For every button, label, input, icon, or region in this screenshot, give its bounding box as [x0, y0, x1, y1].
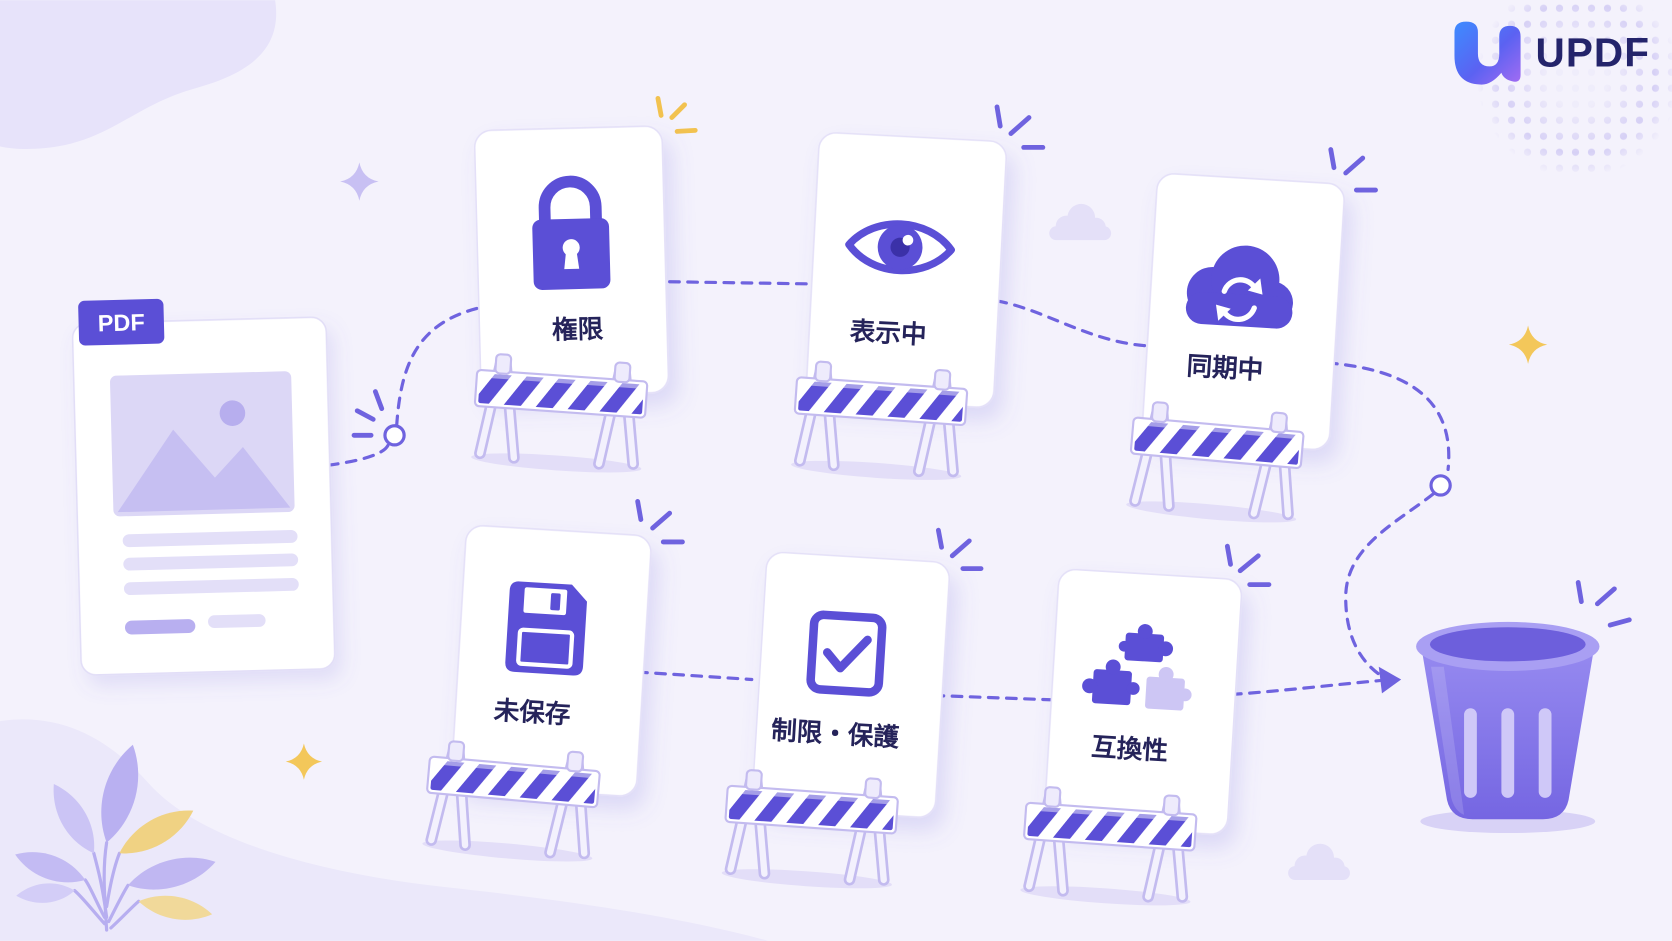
image-placeholder	[110, 371, 295, 517]
path-node	[383, 424, 406, 447]
attention-marks	[1575, 580, 1632, 628]
sparkle-star-icon	[285, 743, 323, 780]
obstacle-card-unsaved: 未保存	[450, 525, 652, 797]
obstacle-label: 同期中	[1186, 351, 1264, 386]
obstacle-card-open: 表示中	[805, 132, 1007, 408]
path-segment	[326, 443, 390, 467]
attention-marks	[1224, 543, 1272, 587]
attention-marks	[655, 95, 698, 134]
path-segment	[395, 304, 488, 428]
checkbox-icon	[806, 610, 887, 697]
attention-marks	[1328, 147, 1378, 193]
text-line	[123, 578, 299, 596]
obstacle-card-protected: 制限・保護	[751, 551, 951, 818]
updf-logo-icon	[1454, 21, 1521, 85]
sparkle-star-icon	[340, 162, 379, 201]
cloud-sync-icon	[1185, 245, 1293, 329]
path-segment	[636, 670, 754, 682]
plant-decoration	[15, 744, 216, 932]
obstacle-card-syncing: 同期中	[1141, 173, 1345, 451]
path-segment	[668, 280, 813, 286]
path-segment	[1230, 678, 1382, 697]
bottom-wave-blob	[0, 719, 768, 941]
obstacle-card-permission: 権限	[473, 125, 670, 398]
path-segment	[932, 693, 1052, 702]
path-segment	[1344, 492, 1435, 678]
obstacle-label: 未保存	[493, 696, 571, 731]
cloud-decoration-icon	[1049, 203, 1112, 241]
obstacle-label: 表示中	[849, 317, 927, 351]
brand-name: UPDF	[1536, 29, 1651, 75]
pdf-badge: PDF	[78, 298, 165, 346]
arrow-head-icon	[1378, 666, 1402, 694]
top-left-blob	[0, 0, 277, 150]
text-pill	[124, 619, 196, 635]
path-segment	[995, 299, 1148, 348]
obstacle-label: 互換性	[1090, 732, 1168, 767]
obstacle-card-compatibility: 互換性	[1043, 568, 1243, 836]
attention-marks	[635, 499, 685, 545]
puzzle-icon	[1082, 624, 1192, 711]
text-line	[123, 553, 299, 571]
flow-path	[326, 280, 1452, 702]
text-line	[122, 530, 298, 548]
cloud-decoration-icon	[1288, 843, 1350, 880]
dot-pattern-decoration	[1471, 0, 1672, 182]
pdf-document-icon: PDF	[71, 298, 336, 676]
attention-marks	[351, 389, 385, 438]
trash-can-icon	[1416, 621, 1600, 834]
path-node	[1429, 474, 1452, 497]
attention-marks	[935, 527, 984, 572]
attention-marks	[994, 104, 1046, 150]
pdf-badge-label: PDF	[97, 309, 145, 336]
obstacle-label: 権限	[552, 313, 604, 345]
eye-icon	[845, 220, 955, 275]
text-pill	[208, 614, 266, 629]
path-segment	[1325, 361, 1451, 472]
lock-icon	[532, 175, 611, 290]
sparkle-star-icon	[1508, 325, 1548, 364]
floppy-disk-icon	[505, 581, 587, 676]
brand-logo: UPDF	[1454, 21, 1651, 85]
